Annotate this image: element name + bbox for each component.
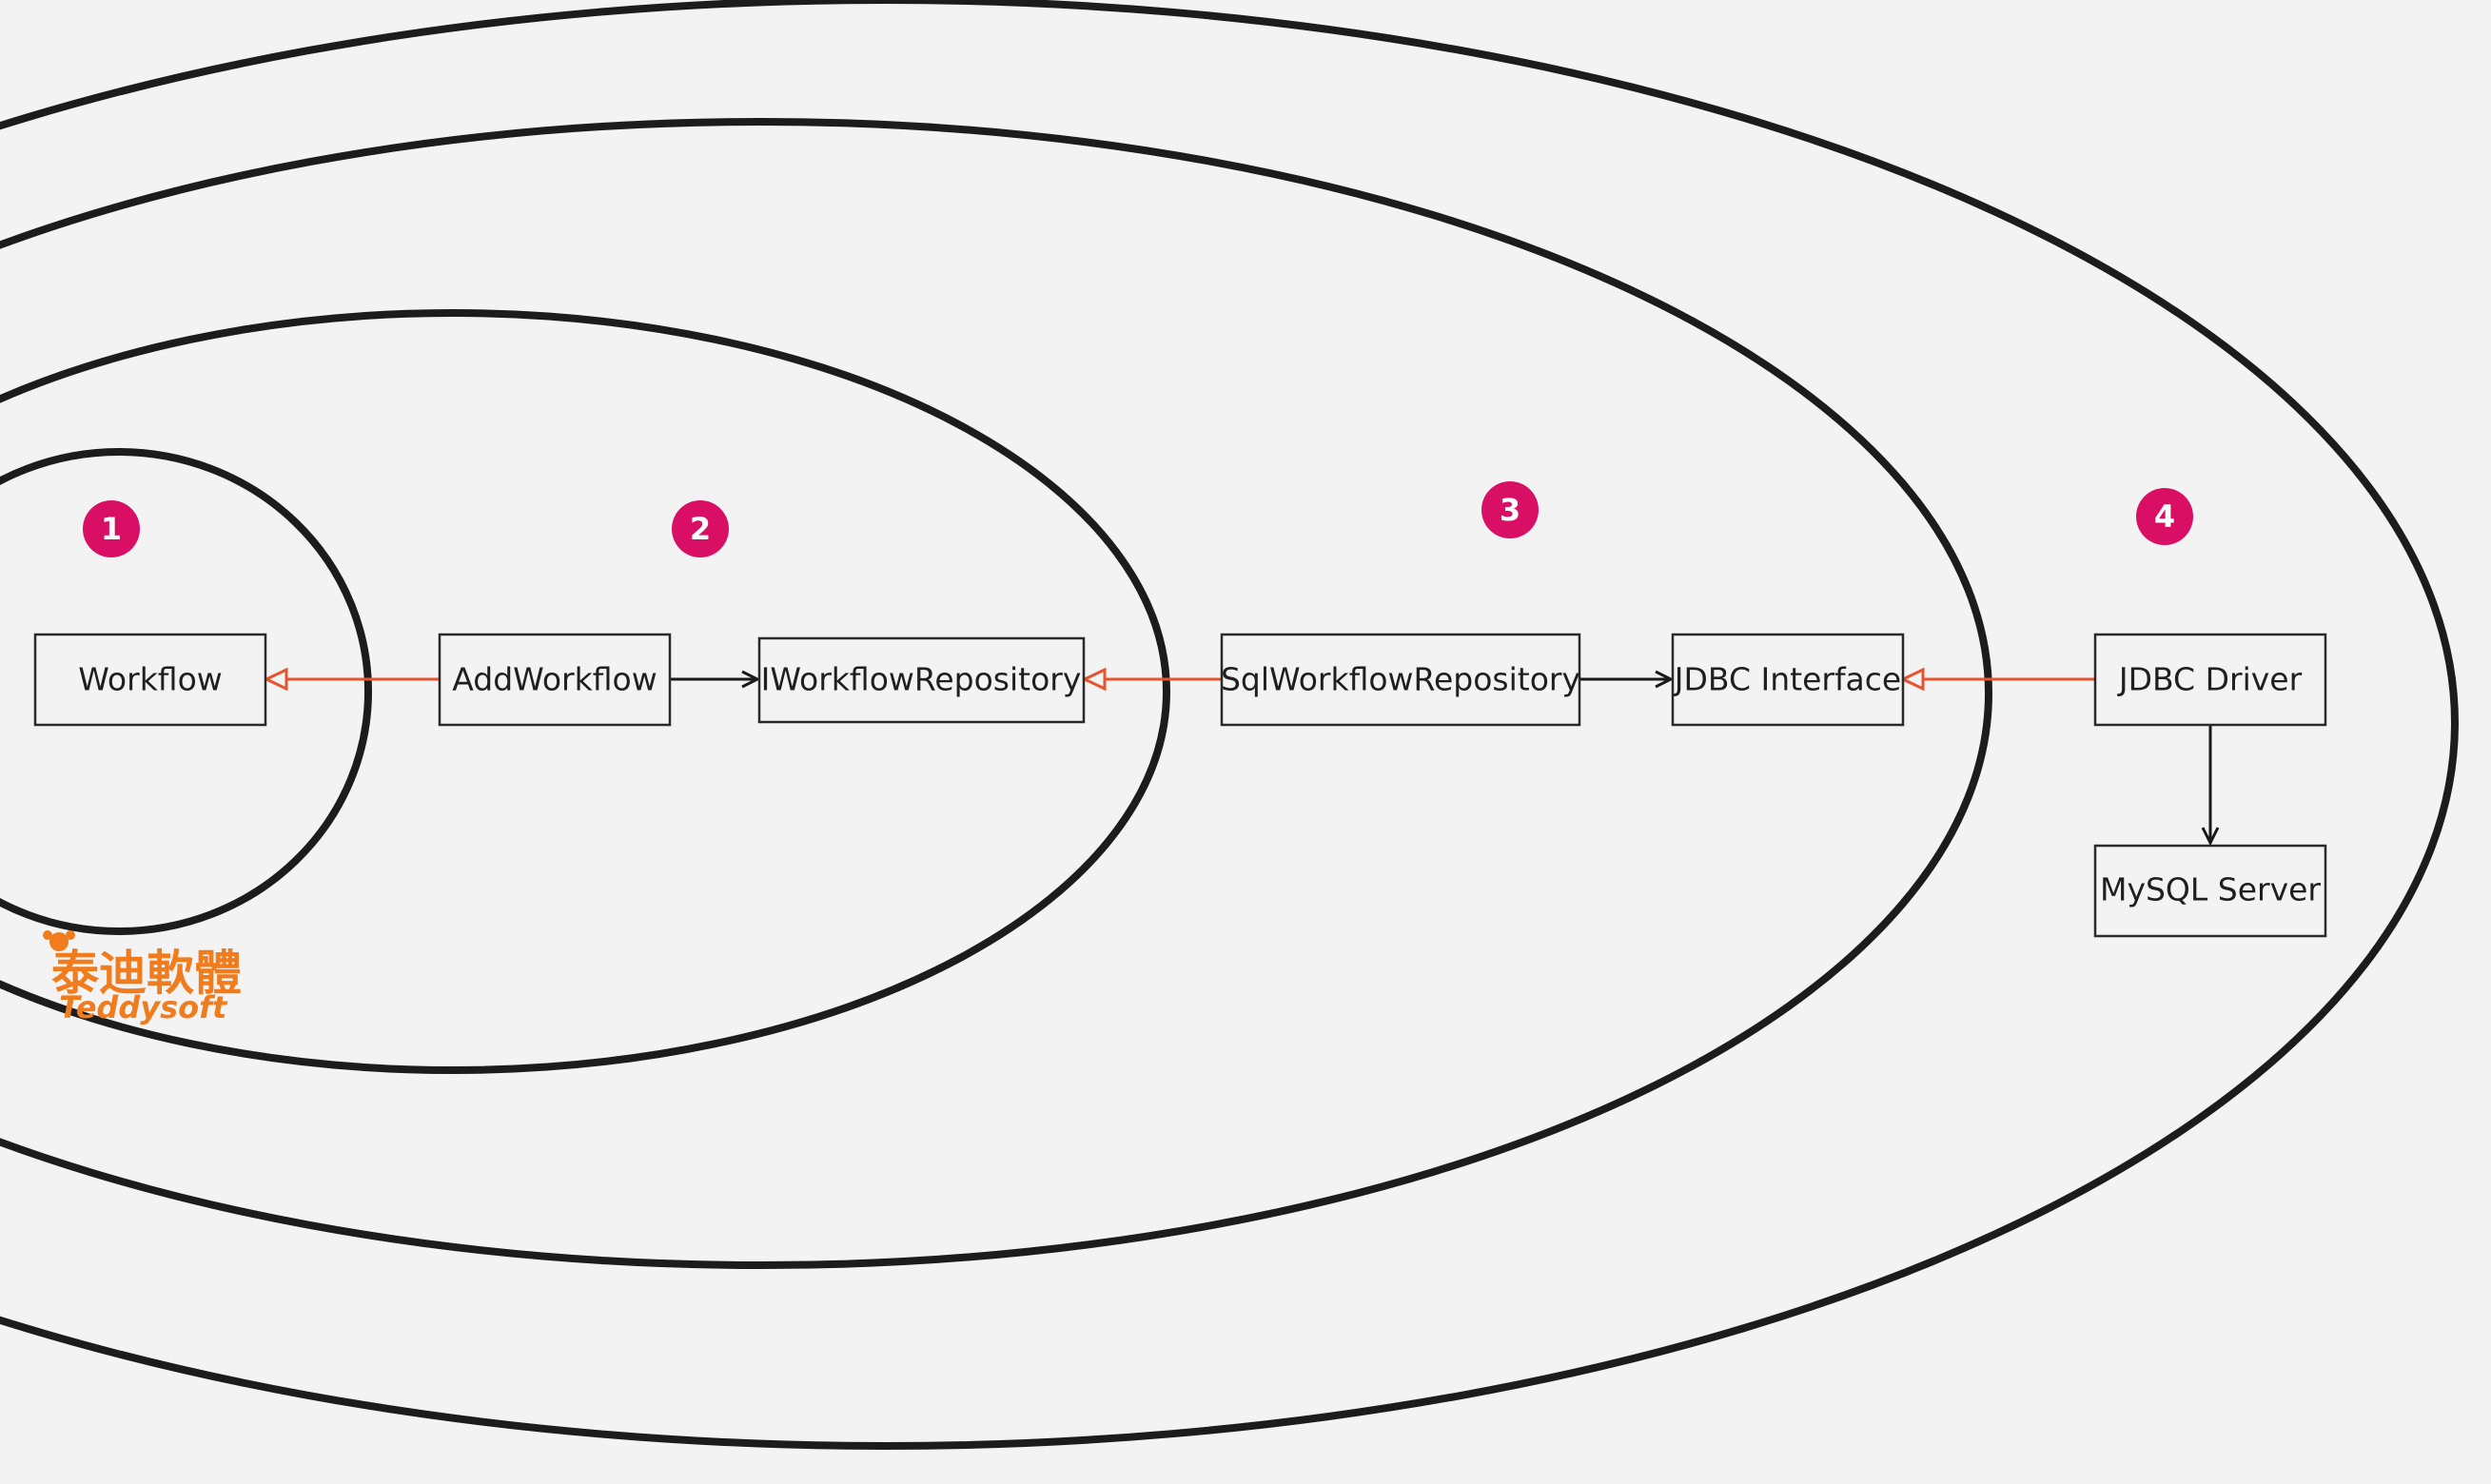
layer-badge-3: 3: [1481, 481, 1539, 538]
workflow-box: Workflow: [33, 633, 267, 727]
layer-badge-3-label: 3: [1500, 492, 1520, 528]
jdbc-interface-box: JDBC Interface: [1671, 633, 1905, 727]
workflow-box-label: Workflow: [78, 661, 223, 698]
iworkflowrepository-box-label: IWorkflowRepository: [761, 661, 1082, 698]
mysql-server-box: MySQL Server: [2093, 844, 2327, 938]
addworkflow-box: AddWorkflow: [438, 633, 672, 727]
layer-badge-4-label: 4: [2154, 498, 2175, 535]
mysql-server-box-label: MySQL Server: [2100, 871, 2321, 908]
iworkflowrepository-box: IWorkflowRepository: [757, 636, 1086, 724]
teddysoft-logo: 泰迪軟體 Teddysoft: [43, 930, 242, 1025]
layer-ring-2: [0, 309, 1170, 1074]
layer-ring-1: [0, 448, 372, 935]
jdbc-driver-box: JDBC Driver: [2093, 633, 2327, 727]
layer-badge-1: 1: [83, 500, 140, 557]
layer-ring-4: [0, 0, 2459, 1450]
addworkflow-box-label: AddWorkflow: [452, 661, 657, 698]
logo-english-text: Teddysoft: [59, 989, 228, 1025]
layer-ring-3: [0, 118, 1992, 1269]
bear-icon: [43, 930, 75, 951]
layer-badge-2-label: 2: [690, 511, 711, 547]
layer-badge-4: 4: [2136, 488, 2193, 545]
layer-badge-2: 2: [672, 500, 729, 557]
layer-badge-1-label: 1: [101, 511, 122, 547]
jdbc-driver-box-label: JDBC Driver: [2117, 661, 2303, 698]
sqlworkflowrepository-box: SqlWorkflowRepository: [1220, 633, 1581, 727]
jdbc-interface-box-label: JDBC Interface: [1673, 661, 1901, 698]
sqlworkflowrepository-box-label: SqlWorkflowRepository: [1221, 661, 1580, 698]
logo-chinese-text: 泰迪軟體: [51, 946, 242, 1001]
